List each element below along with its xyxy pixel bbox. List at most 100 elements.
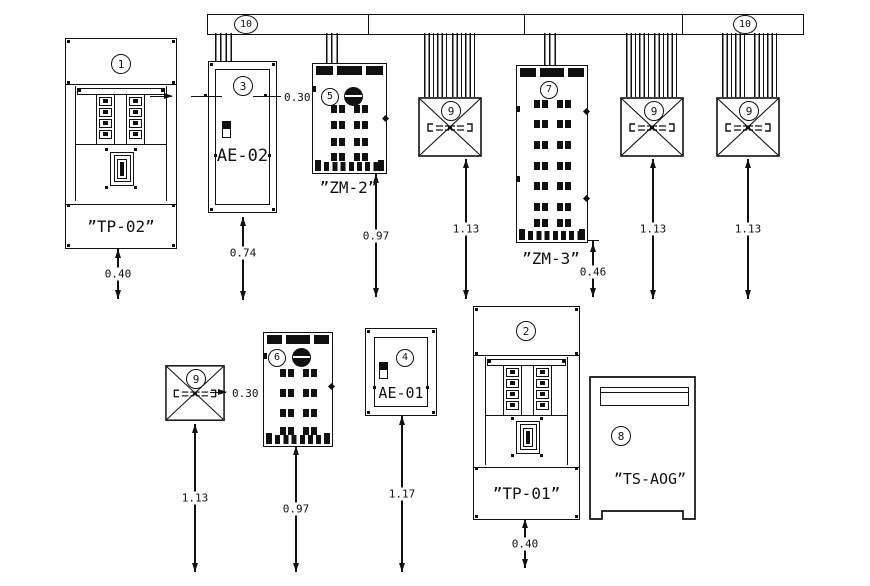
- breaker-column: [126, 94, 145, 144]
- cable-bundle-jb3: [722, 33, 745, 97]
- tag-number: 9: [650, 104, 658, 118]
- dimension-label: 0.40: [510, 537, 540, 550]
- dimension-board6: 0.97: [281, 446, 311, 572]
- cable-bundle-jb1: [452, 33, 475, 97]
- dimension-label: 0.97: [281, 502, 311, 516]
- component-row: [313, 153, 386, 161]
- panel-mid-section: [66, 85, 176, 201]
- dimension-zm2: 0.97: [361, 174, 391, 297]
- tag-number: 10: [239, 18, 253, 30]
- breaker-icon: [536, 367, 549, 377]
- tag-circle-2: 2: [516, 321, 536, 341]
- dimension-tp01: 0.40: [510, 519, 540, 568]
- panel-mid-section: [474, 356, 579, 465]
- component-row: [517, 120, 587, 128]
- door-outline: [374, 337, 428, 407]
- cable-drop-zm3: [544, 33, 556, 65]
- tag-number: 4: [401, 352, 409, 363]
- panel-label: ”TP-01”: [492, 484, 561, 503]
- main-switch-icon: [110, 151, 134, 186]
- component-row: [264, 389, 332, 397]
- breaker-icon: [99, 96, 112, 106]
- breaker-icon: [129, 118, 142, 128]
- tag-number: 3: [239, 79, 247, 93]
- dimension-label: 0.30: [284, 91, 311, 104]
- divider-line: [485, 414, 568, 416]
- breaker-chassis: [485, 356, 568, 465]
- fan-motor-icon: [292, 348, 311, 367]
- latch-component-icon: [222, 121, 231, 138]
- terminal-strip-icon: [520, 68, 584, 77]
- panel-top-section: [474, 307, 579, 356]
- dimension-label: 0.46: [578, 265, 608, 279]
- tag-circle-8: 8: [611, 426, 631, 446]
- dimension-zm3: 0.46: [578, 240, 608, 297]
- breaker-icon: [129, 129, 142, 139]
- cabinet-ts-aog-outline: [589, 376, 696, 520]
- centerline-tick: [253, 96, 281, 98]
- dimension-jbox4: 1.13: [180, 424, 210, 572]
- component-row: [517, 100, 587, 108]
- terminal-strip-icon: [267, 435, 329, 444]
- latch-component-icon: [379, 362, 388, 379]
- dimension-label: 1.13: [451, 222, 481, 236]
- tag-circle-3: 3: [233, 76, 253, 96]
- dimension-ae01: 1.17: [387, 416, 417, 572]
- panel-tp01: ”TP-01”: [473, 306, 580, 520]
- mount-dot: [582, 107, 591, 116]
- cable-bundle-jb3: [754, 33, 777, 97]
- terminal-strip-icon: [520, 231, 584, 240]
- breaker-icon: [506, 400, 519, 410]
- cable-bundle-jb2: [654, 33, 677, 97]
- dimension-jbox1: 1.13: [451, 159, 481, 299]
- tag-circle-5: 5: [321, 88, 339, 106]
- dimension-label: 1.13: [638, 222, 668, 236]
- breaker-icon: [506, 378, 519, 388]
- divider-line: [75, 143, 167, 145]
- tray-divider: [368, 15, 370, 34]
- centerline-arrow: [150, 91, 173, 100]
- panel-top-section: [66, 39, 176, 85]
- breaker-column: [533, 365, 552, 415]
- component-row: [264, 369, 332, 377]
- dimension-jbox3: 1.13: [733, 159, 763, 299]
- dimension-tp02: 0.40: [103, 249, 133, 299]
- component-row: [517, 182, 587, 190]
- breaker-icon: [129, 107, 142, 117]
- board-label: ”ZM-2”: [319, 178, 378, 197]
- tag-circle-6: 6: [268, 349, 286, 367]
- door-outline: [215, 69, 270, 205]
- box-label: AE-02: [216, 146, 269, 166]
- tag-number: 9: [745, 104, 753, 118]
- breaker-icon: [536, 389, 549, 399]
- mount-dot: [582, 194, 591, 203]
- tag-circle-9: 9: [186, 369, 206, 389]
- tag-circle-10-left: 10: [234, 15, 258, 34]
- dimension-label: 0.97: [361, 229, 391, 242]
- breaker-icon: [506, 389, 519, 399]
- tag-number: 2: [522, 324, 530, 338]
- tag-number: 5: [326, 91, 334, 102]
- component-row: [313, 121, 386, 129]
- panel-header-bar: [77, 87, 165, 95]
- cabinet-label: ”TS-AOG”: [613, 470, 687, 488]
- tag-number: 8: [617, 429, 625, 443]
- breaker-icon: [506, 367, 519, 377]
- box-ae02: AE-02: [208, 61, 277, 213]
- dimension-label: 1.17: [387, 487, 417, 501]
- cable-tray: [207, 14, 804, 35]
- tag-circle-9: 9: [739, 101, 759, 121]
- breaker-icon: [536, 378, 549, 388]
- breaker-icon: [129, 96, 142, 106]
- breaker-column: [503, 365, 522, 415]
- tag-circle-1: 1: [111, 54, 131, 74]
- board-zm2: [312, 63, 390, 174]
- centerline-arrow: [210, 387, 227, 396]
- dimension-ae02: 0.74: [228, 217, 258, 300]
- cable-drop-zm2: [326, 33, 338, 63]
- tag-number: 6: [273, 352, 281, 363]
- cable-bundle-jb2: [626, 33, 649, 97]
- terminal-strip-icon: [316, 66, 383, 75]
- tag-number: 10: [738, 18, 752, 30]
